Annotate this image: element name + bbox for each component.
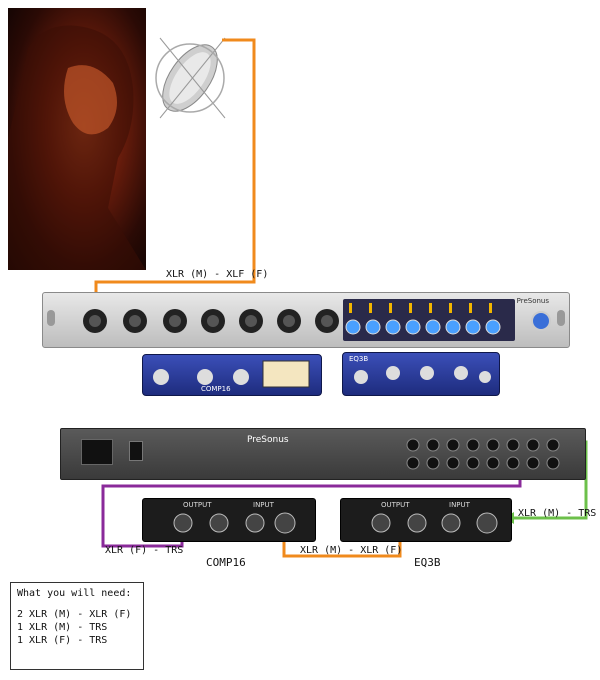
comp16-caption: COMP16 — [206, 556, 246, 569]
front-brand: PreSonus — [516, 297, 549, 305]
eq-input-cable-label: XLR (M) - TRS — [518, 508, 597, 519]
comp16-front-panel: COMP16 — [142, 354, 322, 396]
eq3b-output-label: OUTPUT — [381, 501, 410, 509]
requirement-item: 2 XLR (M) - XLR (F) — [17, 609, 132, 620]
eq3b-panel-name: EQ3B — [349, 355, 369, 363]
mic-cable-label: XLR (M) - XLF (F) — [166, 269, 269, 280]
main-volume-knob — [531, 311, 551, 331]
back-output-jacks — [406, 438, 560, 470]
front-input-jacks — [83, 309, 373, 333]
eq3b-caption: EQ3B — [414, 556, 441, 569]
front-meter-panel — [343, 299, 515, 341]
requirement-item: 1 XLR (M) - TRS — [17, 622, 108, 633]
singer-silhouette — [8, 25, 146, 270]
requirements-box: What you will need: 2 XLR (M) - XLR (F) … — [10, 582, 144, 670]
audio-interface-front: PreSonus — [42, 292, 570, 348]
power-switch — [129, 441, 143, 461]
singer-photo — [8, 8, 146, 270]
eq3b-back-unit: OUTPUT INPUT — [340, 498, 512, 542]
comp-input-cable-label: XLR (M) - XLR (F) — [300, 545, 403, 556]
comp16-output-label: OUTPUT — [183, 501, 212, 509]
requirements-title: What you will need: — [17, 588, 132, 599]
eq3b-input-label: INPUT — [449, 501, 470, 509]
comp16-input-label: INPUT — [253, 501, 274, 509]
comp16-back-unit: OUTPUT INPUT — [142, 498, 316, 542]
comp16-panel-name: COMP16 — [201, 385, 231, 393]
comp-output-cable-label: XLR (F) - TRS — [105, 545, 184, 556]
audio-interface-back: PreSonus — [60, 428, 586, 480]
power-inlet — [81, 439, 113, 465]
microphone-icon — [155, 37, 226, 119]
requirement-item: 1 XLR (F) - TRS — [17, 635, 108, 646]
back-brand: PreSonus — [247, 435, 289, 445]
eq3b-front-panel: EQ3B — [342, 352, 500, 396]
